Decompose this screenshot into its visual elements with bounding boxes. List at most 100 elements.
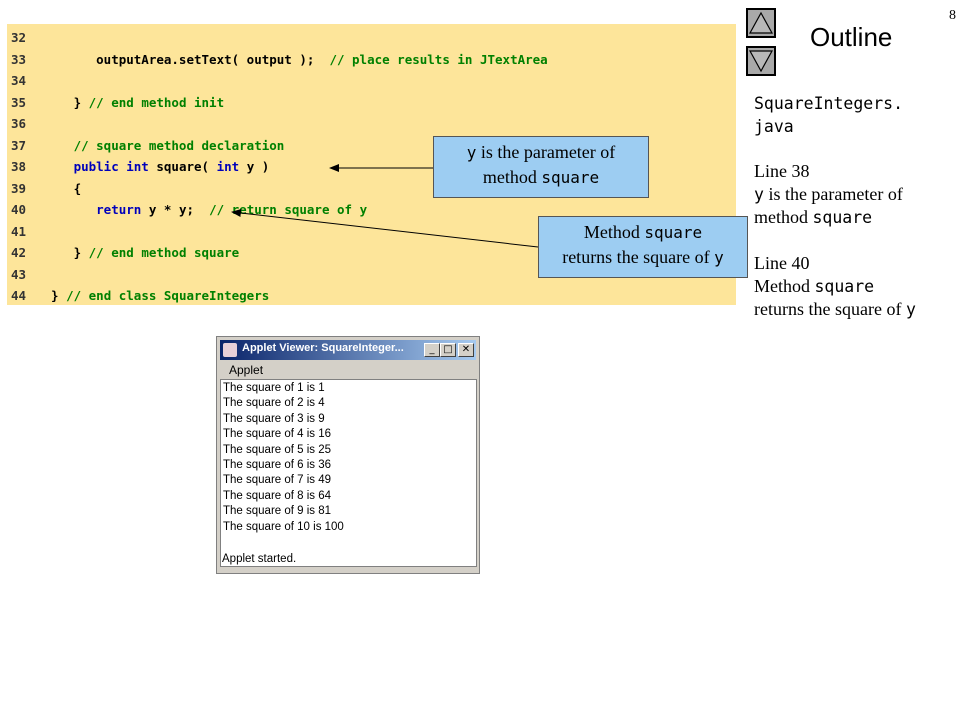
line-number: 33 bbox=[11, 51, 27, 67]
note-line-38: Line 38 bbox=[754, 161, 810, 181]
triangle-down-icon bbox=[748, 50, 774, 73]
applet-title: Applet Viewer: SquareInteger... bbox=[242, 342, 404, 354]
line-number: 36 bbox=[11, 116, 27, 131]
callout-text: method bbox=[482, 167, 542, 187]
callout-mono-y: y bbox=[714, 248, 724, 267]
note-mono-square: square bbox=[814, 277, 875, 296]
code-segment: } bbox=[51, 245, 89, 260]
output-line: The square of 2 is 4 bbox=[223, 397, 325, 410]
outline-title: Outline bbox=[810, 22, 893, 52]
line-number: 34 bbox=[11, 73, 27, 88]
output-text-area[interactable]: The square of 1 is 1 The square of 2 is 4… bbox=[220, 379, 477, 567]
code-segment: { bbox=[51, 180, 82, 196]
code-text: } // end method square bbox=[51, 242, 240, 263]
code-comment: // end method square bbox=[88, 245, 240, 260]
applet-titlebar[interactable]: Applet Viewer: SquareInteger... _ □ ✕ bbox=[220, 340, 476, 360]
code-line: 43 bbox=[7, 264, 736, 285]
code-line: 37 // square method declaration bbox=[7, 135, 736, 156]
code-text: public int square( int y ) bbox=[51, 156, 270, 177]
code-comment: // square method declaration bbox=[73, 137, 285, 153]
code-line: 38 public int square( int y ) bbox=[7, 156, 736, 177]
code-line: 32 bbox=[7, 27, 736, 48]
code-segment: square( bbox=[156, 159, 217, 174]
note-line-38-desc-a: y is the parameter of bbox=[754, 183, 960, 206]
code-line: 42 } // end method square bbox=[7, 242, 736, 263]
file-name-part1: SquareIntegers. bbox=[754, 94, 904, 113]
next-slide-button[interactable] bbox=[746, 46, 776, 76]
previous-slide-button[interactable] bbox=[746, 8, 776, 38]
code-text: // square method declaration bbox=[51, 135, 285, 156]
code-line: 33 outputArea.setText( output ); // plac… bbox=[7, 49, 736, 70]
line-number: 35 bbox=[11, 94, 27, 110]
output-line: The square of 9 is 81 bbox=[223, 505, 332, 518]
code-keyword: return bbox=[96, 202, 149, 217]
java-icon bbox=[223, 343, 237, 357]
output-line: The square of 3 is 9 bbox=[223, 412, 325, 425]
output-line: The square of 6 is 36 bbox=[223, 459, 332, 471]
code-keyword: int bbox=[216, 159, 247, 174]
note-text: Method bbox=[754, 276, 815, 296]
output-line: The square of 4 is 16 bbox=[223, 428, 332, 441]
file-name: SquareIntegers. java bbox=[754, 92, 960, 138]
code-line: 36 bbox=[7, 113, 736, 134]
note-line-40-desc-a: Method square bbox=[754, 275, 960, 298]
code-keyword: public int bbox=[73, 159, 157, 174]
maximize-button[interactable]: □ bbox=[440, 343, 456, 357]
note-mono-square: square bbox=[812, 208, 873, 227]
code-line: 35 } // end method init bbox=[7, 92, 736, 113]
note-text: is the parameter of bbox=[763, 184, 903, 204]
line-number: 41 bbox=[11, 223, 27, 239]
minimize-button[interactable]: _ bbox=[424, 343, 440, 357]
code-segment: y ) bbox=[246, 159, 270, 174]
applet-viewer-window: Applet Viewer: SquareInteger... _ □ ✕ Ap… bbox=[216, 336, 480, 574]
callout-return: Method square returns the square of y bbox=[538, 216, 748, 278]
applet-status: Applet started. bbox=[222, 553, 297, 565]
code-segment: outputArea.setText( output ); bbox=[51, 51, 330, 67]
code-line: 44 } // end class SquareIntegers bbox=[7, 285, 736, 306]
callout-mono-y: y bbox=[466, 143, 477, 162]
file-name-part2: java bbox=[754, 117, 794, 136]
code-segment: y * y; bbox=[148, 202, 210, 217]
callout-mono-square: square bbox=[644, 223, 703, 242]
note-line-40-desc-b: returns the square of y bbox=[754, 298, 960, 321]
note-mono-y: y bbox=[905, 300, 916, 319]
line-number: 40 bbox=[11, 202, 27, 217]
arrow-to-line-40 bbox=[231, 209, 539, 248]
note-text: method bbox=[754, 207, 813, 227]
output-line: The square of 7 is 49 bbox=[223, 474, 332, 487]
line-number: 43 bbox=[11, 266, 27, 282]
code-text: outputArea.setText( output ); // place r… bbox=[51, 49, 548, 70]
code-comment: // place results in JTextArea bbox=[329, 51, 548, 67]
slide-number: 8 bbox=[949, 8, 956, 23]
applet-menubar: Applet bbox=[220, 361, 476, 379]
callout-text: Method bbox=[583, 222, 645, 242]
code-text: } // end class SquareIntegers bbox=[51, 285, 269, 306]
note-text: returns the square of bbox=[754, 299, 906, 319]
callout-parameter: y is the parameter of method square bbox=[433, 136, 649, 198]
line-number: 42 bbox=[11, 245, 27, 260]
code-segment: } bbox=[51, 94, 89, 110]
code-text: } // end method init bbox=[51, 92, 225, 113]
output-line: The square of 8 is 64 bbox=[223, 489, 332, 502]
side-notes: SquareIntegers. java Line 38 y is the pa… bbox=[754, 92, 960, 321]
line-number: 44 bbox=[11, 288, 27, 303]
code-line: 39 { bbox=[7, 178, 736, 199]
triangle-up-icon bbox=[748, 11, 774, 34]
applet-menu[interactable]: Applet bbox=[229, 363, 264, 377]
code-line: 34 bbox=[7, 70, 736, 91]
code-text: { bbox=[51, 178, 82, 199]
line-number: 32 bbox=[11, 30, 27, 45]
callout-text: returns the square of bbox=[562, 247, 715, 267]
line-number: 37 bbox=[11, 137, 27, 153]
note-line-38-desc-b: method square bbox=[754, 206, 960, 229]
code-comment: // end method init bbox=[88, 94, 225, 110]
output-line: The square of 5 is 25 bbox=[223, 443, 332, 456]
note-line-40: Line 40 bbox=[754, 253, 810, 273]
line-number: 39 bbox=[11, 180, 27, 196]
code-comment: // end class SquareIntegers bbox=[66, 288, 270, 303]
close-button[interactable]: ✕ bbox=[458, 343, 474, 357]
output-line: The square of 1 is 1 bbox=[223, 382, 325, 394]
callout-mono-square: square bbox=[541, 168, 600, 187]
callout-text: is the parameter of bbox=[476, 142, 616, 162]
